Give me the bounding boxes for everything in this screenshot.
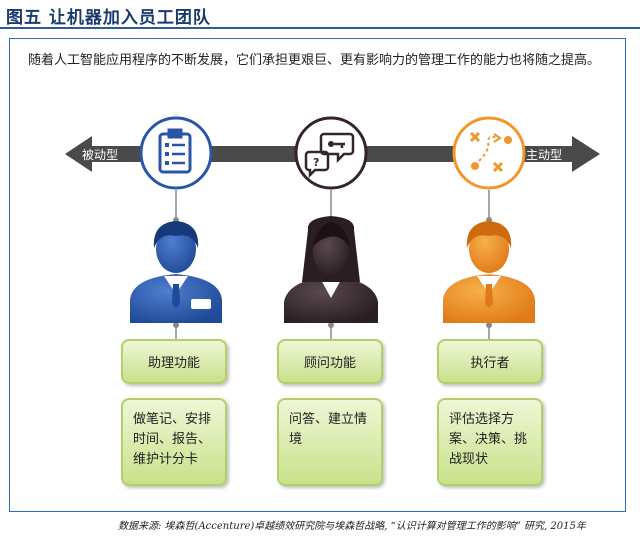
arrow-left-label: 被动型 <box>82 148 118 162</box>
arrow-right-label: 主动型 <box>526 148 562 162</box>
description-box-advisor: 问答、建立情境 <box>277 398 383 486</box>
chat-bubbles-icon: ? <box>304 132 355 179</box>
svg-text:?: ? <box>313 156 319 169</box>
strategy-play-icon <box>469 131 512 173</box>
male-executor-avatar <box>443 221 535 323</box>
source-note: 数据来源: 埃森哲(Accenture)卓越绩效研究院与埃森哲战略, “认识计算… <box>118 521 586 532</box>
executor-column <box>443 116 535 340</box>
assistant-column <box>130 116 222 340</box>
role-box-assistant: 助理功能 <box>121 339 227 384</box>
figure-title: 图五 让机器加入员工团队 <box>6 8 211 28</box>
description-box-assistant: 做笔记、安排时间、报告、维护计分卡 <box>121 398 227 486</box>
title-rule <box>0 27 640 29</box>
intro-text: 随着人工智能应用程序的不断发展，它们承担更艰巨、更有影响力的管理工作的能力也将随… <box>28 53 601 68</box>
role-box-advisor: 顾问功能 <box>277 339 383 384</box>
role-box-executor: 执行者 <box>437 339 543 384</box>
checklist-icon <box>158 128 192 174</box>
male-assistant-avatar <box>130 221 222 323</box>
advisor-column: ? <box>284 116 378 340</box>
executor-icon-circle <box>452 116 526 190</box>
description-box-executor: 评估选择方案、决策、挑战现状 <box>437 398 543 486</box>
female-advisor-avatar <box>284 216 378 323</box>
